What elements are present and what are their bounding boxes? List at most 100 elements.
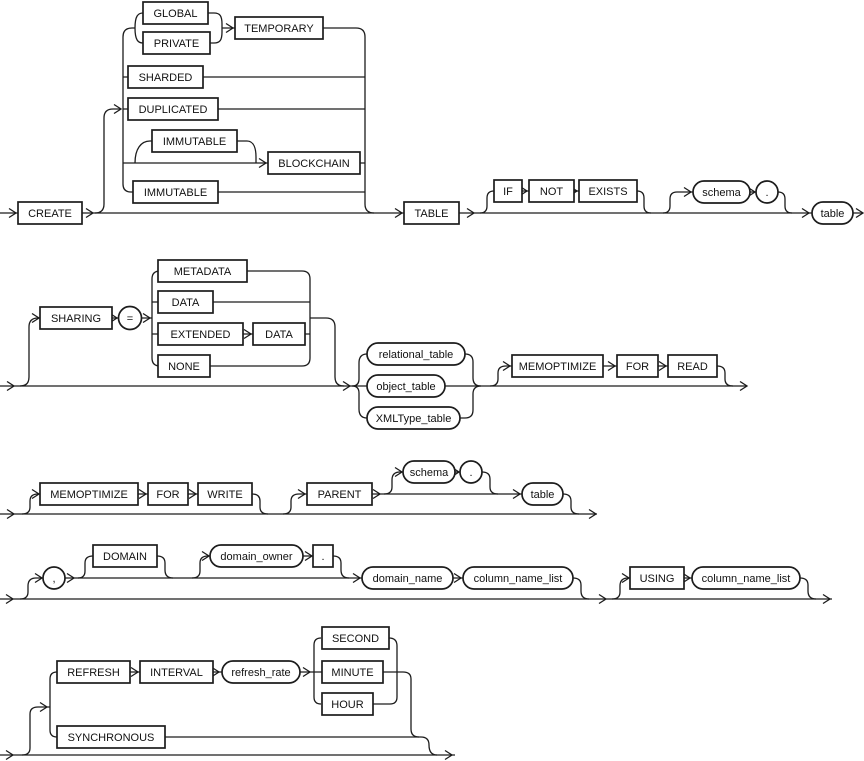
node-label: MEMOPTIMIZE [519,361,597,373]
node-table-1: table [811,201,854,225]
node-label: SHARING [51,313,101,325]
node-label: table [821,208,845,220]
node-label: relational_table [379,349,454,361]
node-label: EXISTS [588,186,627,198]
node-refresh-rate: refresh_rate [221,660,301,684]
node-label: PARENT [318,489,362,501]
row4-connectors [0,555,832,600]
node-label: NOT [540,186,564,198]
node-label: BLOCKCHAIN [278,158,350,170]
node-label: PRIVATE [154,38,199,50]
node-table-2: table [521,482,564,506]
node-column-name-list-1: column_name_list [462,566,574,590]
node-label: table [531,489,555,501]
node-label: column_name_list [474,573,563,585]
node-label: schema [702,187,741,199]
node-label: NONE [168,361,200,373]
node-label: WRITE [207,489,242,501]
node-label: SECOND [332,633,379,645]
node-relational-table: relational_table [366,342,466,366]
node-equals: = [117,305,143,331]
node-label: domain_owner [220,551,292,563]
node-label: GLOBAL [153,8,197,20]
node-none: NONE [157,354,211,378]
node-label: DOMAIN [103,551,147,563]
node-label: schema [410,467,449,479]
node-dot-3: . [312,544,334,568]
node-refresh: REFRESH [56,660,131,684]
node-sharing: SHARING [39,306,113,330]
node-synchronous: SYNCHRONOUS [56,725,166,749]
node-dot-2: . [459,460,483,484]
node-duplicated: DUPLICATED [127,97,219,121]
node-domain: DOMAIN [92,544,158,568]
node-label: IMMUTABLE [144,187,207,199]
node-interval: INTERVAL [139,660,214,684]
node-label: TABLE [414,208,448,220]
node-memoptimize-read: MEMOPTIMIZE [511,354,604,378]
node-label: FOR [626,361,649,373]
node-label: column_name_list [702,573,791,585]
node-label: DUPLICATED [139,104,208,116]
node-immutable-bottom: IMMUTABLE [132,180,219,204]
node-label: . [765,187,768,199]
node-sharded: SHARDED [127,65,204,89]
node-for-read: FOR [616,354,659,378]
node-label: . [469,467,472,479]
node-exists: EXISTS [578,179,638,203]
node-data-2: DATA [252,322,306,346]
node-label: MEMOPTIMIZE [50,489,128,501]
node-write: WRITE [197,482,253,506]
node-label: MINUTE [331,667,373,679]
node-label: SHARDED [139,72,193,84]
node-xmltype-table: XMLType_table [366,406,461,430]
node-immutable-top: IMMUTABLE [151,129,238,153]
node-label: FOR [156,489,179,501]
node-global: GLOBAL [142,1,209,25]
node-extended: EXTENDED [157,322,244,346]
node-label: DATA [172,297,200,309]
node-schema-2: schema [402,460,456,484]
node-label: DATA [265,329,293,341]
node-read: READ [667,354,718,378]
node-object-table: object_table [366,374,446,398]
node-dot-1: . [755,180,779,204]
node-domain-name: domain_name [361,566,454,590]
node-label: IF [503,186,513,198]
node-using: USING [629,566,685,590]
node-label: SYNCHRONOUS [68,732,155,744]
node-label: READ [677,361,708,373]
node-label: domain_name [373,573,443,585]
node-schema-1: schema [692,180,751,204]
node-for-write: FOR [147,482,189,506]
node-label: object_table [376,381,435,393]
node-hour: HOUR [321,692,374,716]
node-label: EXTENDED [171,329,231,341]
node-metadata: METADATA [157,259,248,283]
node-label: . [321,551,324,563]
node-label: CREATE [28,208,72,220]
node-label: REFRESH [67,667,120,679]
node-second: SECOND [321,626,390,650]
node-comma: , [42,566,66,590]
node-if: IF [493,179,523,203]
node-memoptimize-write: MEMOPTIMIZE [39,482,139,506]
node-label: IMMUTABLE [163,136,226,148]
node-parent: PARENT [306,482,373,506]
row1-connectors [0,12,863,214]
node-label: INTERVAL [150,667,203,679]
node-column-name-list-2: column_name_list [691,566,801,590]
node-private: PRIVATE [142,31,211,55]
node-blockchain: BLOCKCHAIN [267,151,361,175]
node-label: XMLType_table [376,413,452,425]
node-label: , [52,573,55,585]
node-not: NOT [528,179,575,203]
node-label: USING [640,573,675,585]
node-domain-owner: domain_owner [209,544,304,568]
node-table-keyword: TABLE [403,201,460,225]
node-minute: MINUTE [321,660,384,684]
node-label: METADATA [174,266,232,278]
node-temporary: TEMPORARY [234,16,324,40]
